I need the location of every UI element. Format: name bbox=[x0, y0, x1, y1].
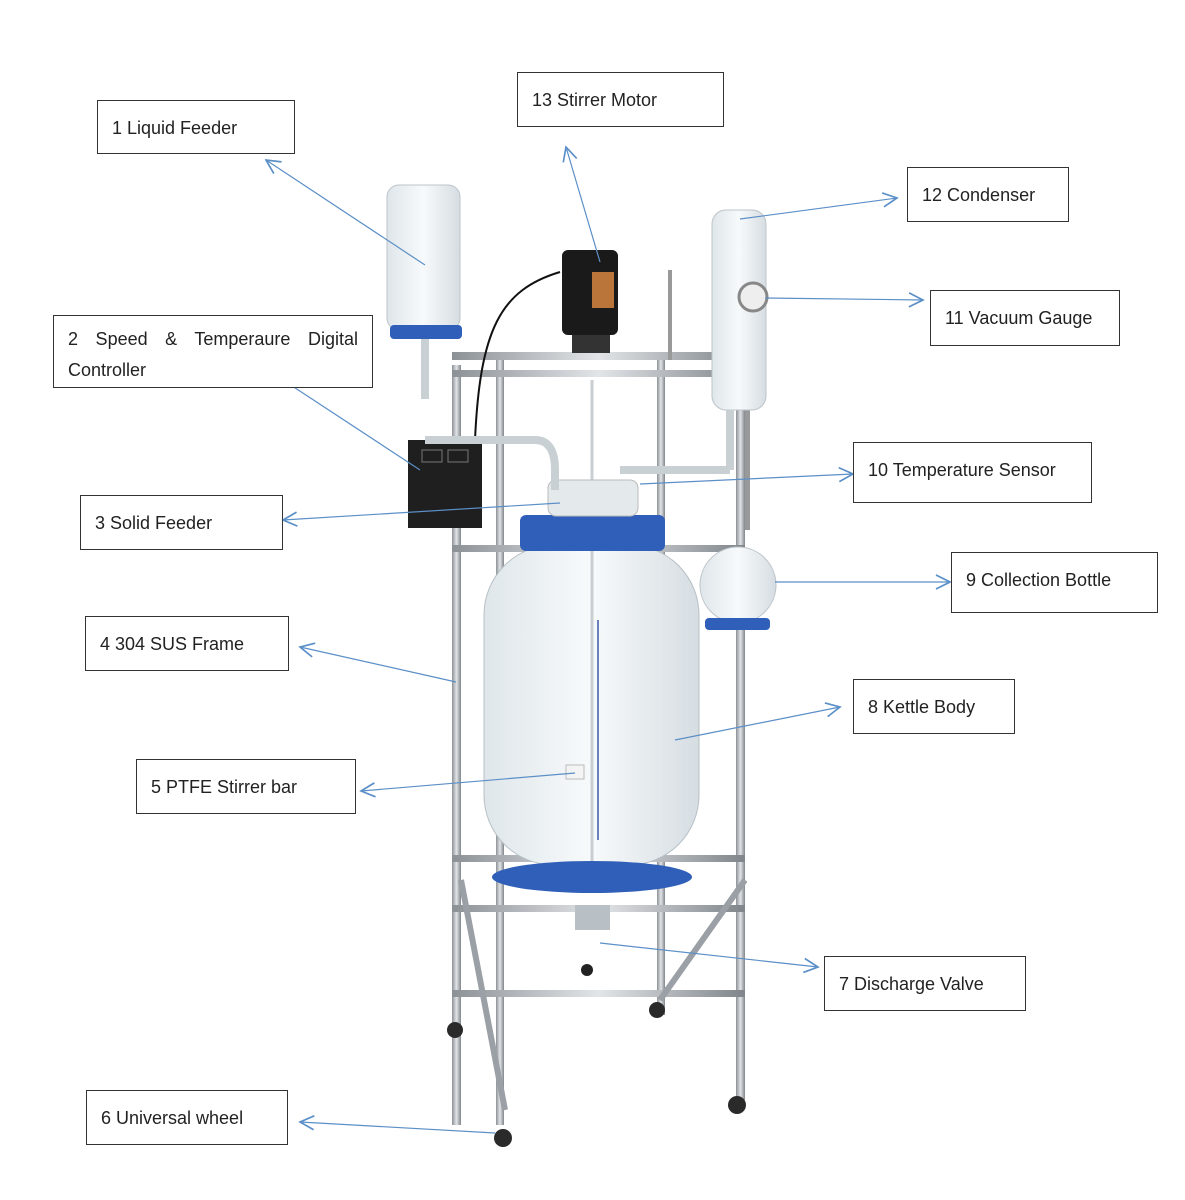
arrow-frame bbox=[300, 647, 457, 683]
label-vacuum-gauge: 11 Vacuum Gauge bbox=[930, 290, 1120, 346]
arrow-condenser bbox=[739, 198, 897, 220]
label-text: 13 Stirrer Motor bbox=[532, 90, 658, 110]
arrow-stirrer-bar bbox=[361, 772, 576, 791]
arrow-stirrer-motor bbox=[566, 147, 601, 263]
arrow-discharge-valve bbox=[599, 942, 818, 967]
arrow-vacuum-gauge bbox=[764, 298, 923, 300]
stirrer-motor bbox=[474, 250, 618, 441]
controller-unit bbox=[408, 440, 482, 528]
label-temperature-sensor: 10 Temperature Sensor bbox=[853, 442, 1092, 503]
label-text: 7 Discharge Valve bbox=[839, 974, 984, 994]
label-stirrer-motor: 13 Stirrer Motor bbox=[517, 72, 724, 127]
label-text: 9 Collection Bottle bbox=[966, 570, 1112, 590]
label-liquid-feeder: 1 Liquid Feeder bbox=[97, 100, 295, 154]
condenser bbox=[620, 209, 769, 474]
arrow-liquid-feeder bbox=[266, 160, 426, 266]
label-text: 2 Speed & Temperaure Digital Controller bbox=[68, 329, 358, 380]
label-text: 12 Condenser bbox=[922, 185, 1036, 205]
label-text: 4 304 SUS Frame bbox=[100, 634, 245, 654]
universal-wheels bbox=[447, 1002, 746, 1147]
label-stirrer-bar: 5 PTFE Stirrer bar bbox=[136, 759, 356, 814]
label-text: 5 PTFE Stirrer bar bbox=[151, 777, 298, 797]
label-universal-wheel: 6 Universal wheel bbox=[86, 1090, 288, 1145]
label-text: 1 Liquid Feeder bbox=[112, 118, 238, 138]
label-condenser: 12 Condenser bbox=[907, 167, 1069, 222]
label-controller: 2 Speed & Temperaure Digital Controller bbox=[53, 315, 373, 388]
label-text: 11 Vacuum Gauge bbox=[945, 308, 1093, 328]
collection-bottle bbox=[699, 546, 777, 630]
arrow-kettle-body bbox=[674, 707, 840, 741]
arrow-universal-wheel bbox=[300, 1122, 496, 1134]
arrow-temperature-sensor bbox=[639, 474, 853, 485]
liquid-feeder bbox=[386, 184, 559, 490]
label-text: 6 Universal wheel bbox=[101, 1108, 244, 1128]
label-text: 3 Solid Feeder bbox=[95, 513, 213, 533]
kettle-body bbox=[483, 380, 700, 976]
label-text: 10 Temperature Sensor bbox=[868, 460, 1056, 480]
label-collection-bottle: 9 Collection Bottle bbox=[951, 552, 1158, 613]
label-text: 8 Kettle Body bbox=[868, 697, 976, 717]
label-frame: 4 304 SUS Frame bbox=[85, 616, 289, 671]
label-kettle-body: 8 Kettle Body bbox=[853, 679, 1015, 734]
label-solid-feeder: 3 Solid Feeder bbox=[80, 495, 283, 550]
label-discharge-valve: 7 Discharge Valve bbox=[824, 956, 1026, 1011]
arrow-solid-feeder bbox=[283, 502, 561, 520]
